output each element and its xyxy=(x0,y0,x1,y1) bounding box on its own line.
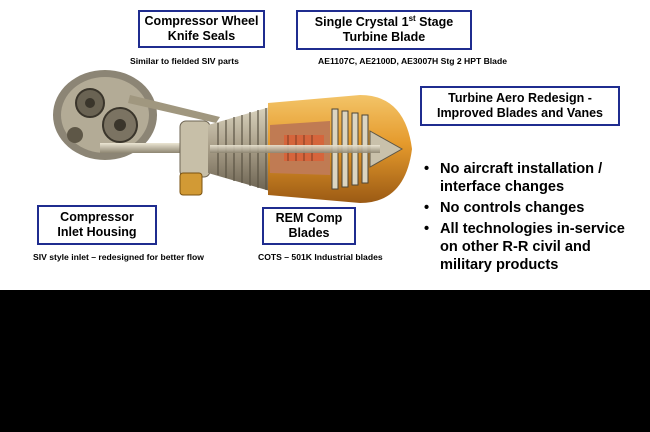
callout-line: Inlet Housing xyxy=(57,225,137,239)
callout-line: Single Crystal 1st Stage xyxy=(314,13,454,29)
callout-line: Blades xyxy=(288,226,330,240)
callout-line: Knife Seals xyxy=(167,29,236,43)
bullet-item: No aircraft installation / interface cha… xyxy=(424,160,646,196)
bullet-item: All technologies in-service on other R-R… xyxy=(424,220,646,274)
callout-line: REM Comp xyxy=(275,211,343,225)
note-compressor-wheel: Similar to fielded SIV parts xyxy=(130,56,239,66)
note-single-crystal: AE1107C, AE2100D, AE3007H Stg 2 HPT Blad… xyxy=(318,56,507,66)
callout-line: Turbine Blade xyxy=(342,30,426,44)
callout-line: Improved Blades and Vanes xyxy=(436,106,604,120)
note-rem-comp: COTS – 501K Industrial blades xyxy=(258,252,383,262)
note-compressor-inlet: SIV style inlet – redesigned for better … xyxy=(33,252,204,262)
turboshaft-engine-cutaway-illustration xyxy=(53,70,412,203)
callout-line: Compressor xyxy=(60,210,134,224)
callout-line: Compressor Wheel xyxy=(144,14,259,28)
callout-single-crystal-turbine-blade: Single Crystal 1st Stage Turbine Blade xyxy=(296,10,472,50)
bullet-list: No aircraft installation / interface cha… xyxy=(424,160,646,277)
callout-compressor-inlet-housing: Compressor Inlet Housing xyxy=(37,205,157,245)
callout-rem-comp-blades: REM Comp Blades xyxy=(262,207,356,245)
black-band xyxy=(0,290,650,432)
bullet-item: No controls changes xyxy=(424,199,646,217)
callout-compressor-wheel-knife-seals: Compressor Wheel Knife Seals xyxy=(138,10,265,48)
callout-line: Turbine Aero Redesign - xyxy=(448,91,592,105)
callout-turbine-aero-redesign: Turbine Aero Redesign - Improved Blades … xyxy=(420,86,620,126)
slide: Compressor Wheel Knife Seals Similar to … xyxy=(0,0,650,290)
